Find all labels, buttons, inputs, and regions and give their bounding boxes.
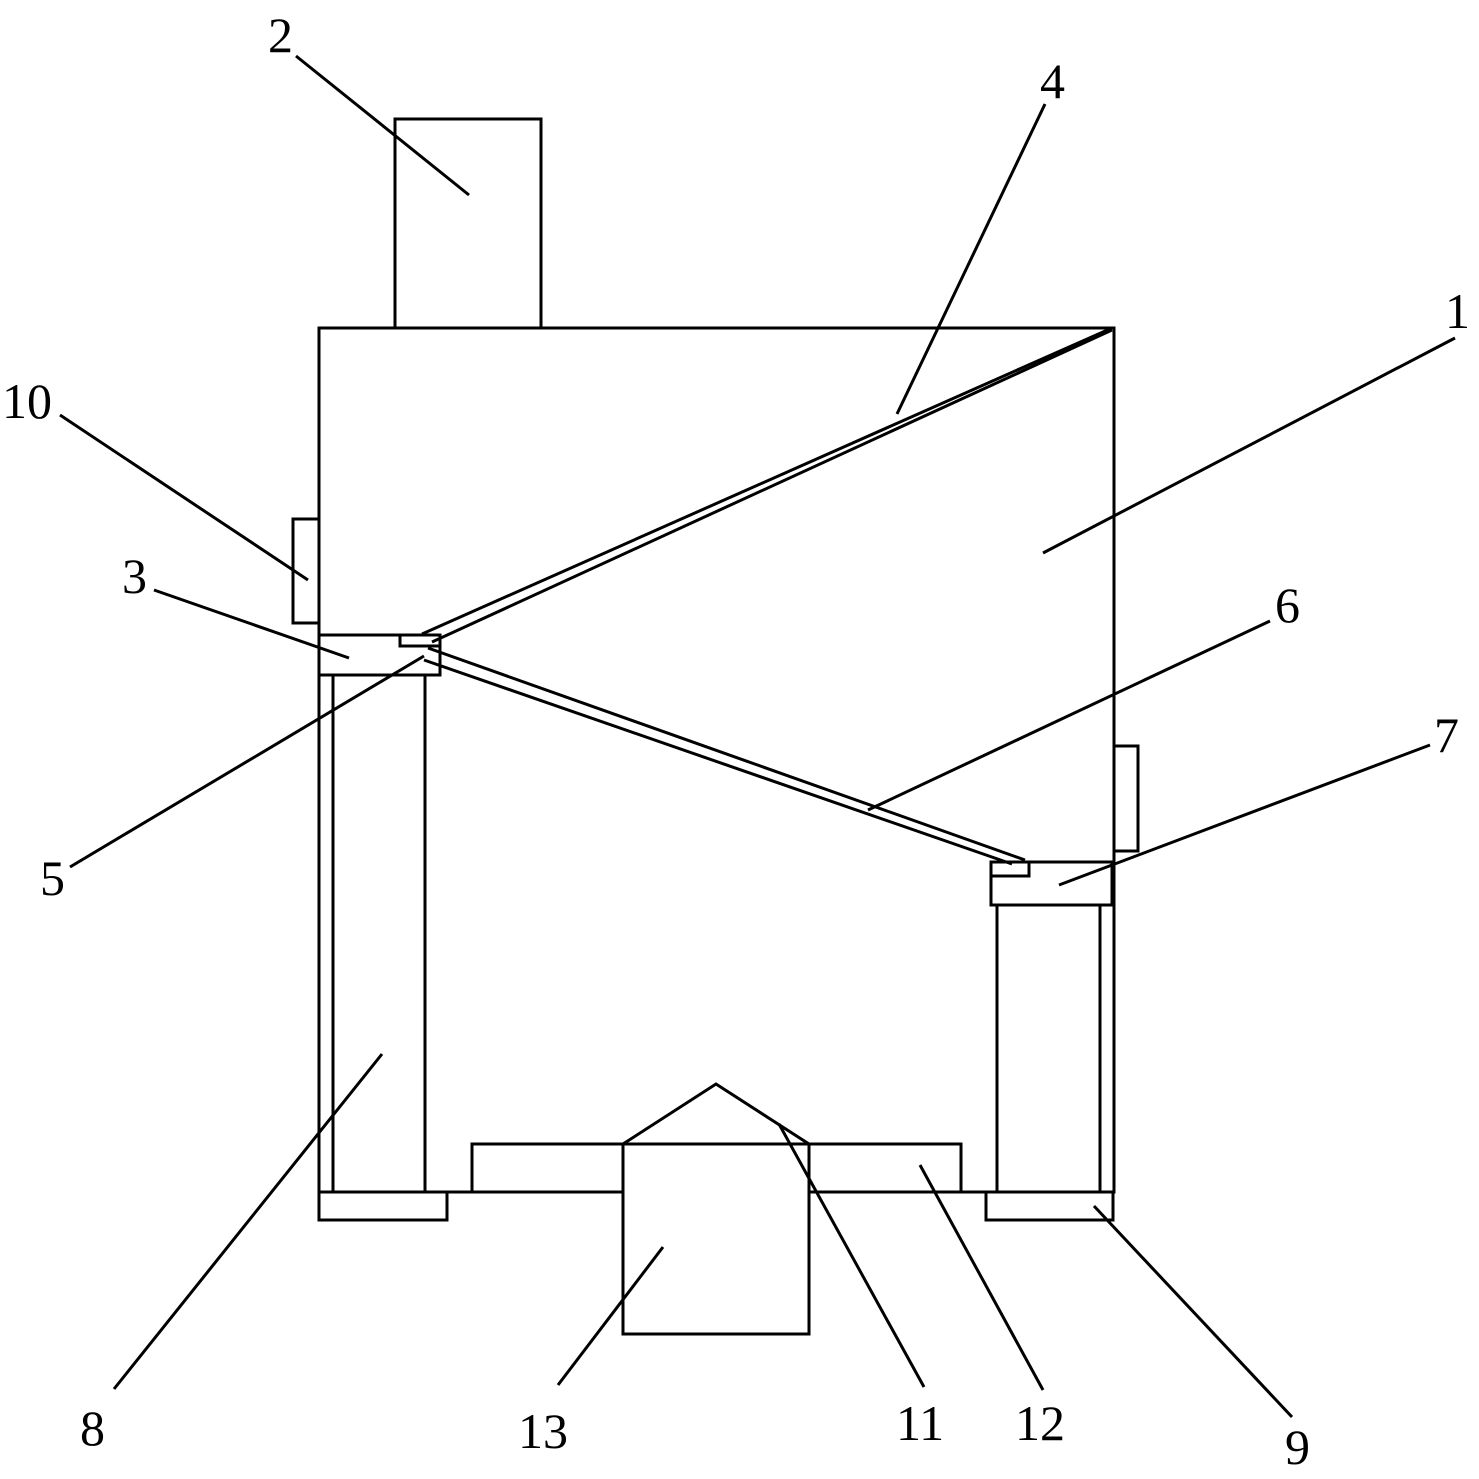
top-inlet-pipe [393, 117, 543, 330]
callout-10: 10 [2, 373, 52, 429]
leader-10 [59, 413, 309, 582]
lower-screen-line-b [423, 658, 1013, 866]
leader-9 [1092, 1204, 1294, 1419]
callout-9: 9 [1285, 1419, 1310, 1475]
left-foot [317, 1190, 449, 1222]
callout-2: 2 [268, 7, 293, 63]
callout-13: 13 [518, 1403, 568, 1459]
right-column [995, 903, 1102, 1194]
callout-3: 3 [122, 548, 147, 604]
callout-6: 6 [1275, 577, 1300, 633]
leader-13 [556, 1246, 665, 1386]
callout-7: 7 [1434, 707, 1459, 763]
upper-screen-line-b [431, 328, 1113, 644]
left-column [331, 673, 427, 1194]
callout-11: 11 [896, 1395, 944, 1451]
deflector-cone [622, 1082, 810, 1146]
leader-11 [777, 1123, 926, 1388]
leader-3 [153, 588, 350, 660]
leader-8 [112, 1053, 384, 1390]
lower-screen-line-a [427, 646, 1026, 862]
callout-1: 1 [1445, 283, 1470, 339]
callout-8: 8 [80, 1400, 105, 1456]
upper-screen-line-a [421, 326, 1113, 636]
callout-4: 4 [1040, 53, 1065, 109]
callout-12: 12 [1015, 1395, 1065, 1451]
right-foot [984, 1190, 1115, 1222]
leader-4 [895, 103, 1047, 415]
outlet-box [621, 1142, 811, 1336]
leader-6 [867, 619, 1271, 812]
left-pivot-pin [398, 633, 442, 648]
leader-12 [918, 1164, 1045, 1391]
left-side-bracket [291, 517, 321, 625]
leader-2 [295, 54, 470, 197]
leader-1 [1042, 336, 1456, 555]
callout-5: 5 [40, 850, 65, 906]
leader-7 [1058, 743, 1431, 887]
leader-5 [69, 654, 425, 869]
right-side-bracket [1112, 744, 1140, 853]
